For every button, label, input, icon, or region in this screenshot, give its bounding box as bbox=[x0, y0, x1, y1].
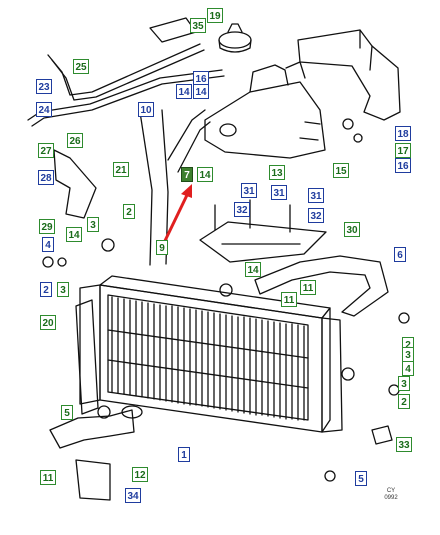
callout-c3d: 3 bbox=[398, 376, 410, 391]
filler-cap-part bbox=[218, 23, 252, 53]
callout-c34: 34 bbox=[125, 488, 141, 503]
callout-c33: 33 bbox=[396, 437, 412, 452]
callout-c16b: 16 bbox=[395, 158, 411, 173]
callout-c3a: 3 bbox=[87, 217, 99, 232]
callout-c12: 12 bbox=[132, 467, 148, 482]
callout-c14c: 14 bbox=[197, 167, 213, 182]
callout-c3b: 3 bbox=[57, 282, 69, 297]
callout-c1: 1 bbox=[178, 447, 190, 462]
callout-c24: 24 bbox=[36, 102, 52, 117]
callout-c14a: 14 bbox=[176, 84, 192, 99]
lower-hose-part bbox=[254, 255, 389, 317]
callout-c18: 18 bbox=[395, 126, 411, 141]
callout-c14e: 14 bbox=[245, 262, 261, 277]
lower-panel-part bbox=[75, 459, 111, 501]
callout-c27: 27 bbox=[38, 143, 54, 158]
callout-c29: 29 bbox=[39, 219, 55, 234]
callout-c32b: 32 bbox=[308, 208, 324, 223]
callout-c11c: 11 bbox=[40, 470, 56, 485]
callout-c17: 17 bbox=[395, 143, 411, 158]
callout-c2b: 2 bbox=[40, 282, 52, 297]
bottom-hose-part bbox=[49, 405, 143, 449]
callout-c32a: 32 bbox=[234, 202, 250, 217]
drawing-code-line2: 0992 bbox=[384, 495, 398, 501]
callout-c4b: 4 bbox=[402, 361, 414, 376]
callout-c20: 20 bbox=[40, 315, 56, 330]
callout-c19: 19 bbox=[207, 8, 223, 23]
drain-cock-part bbox=[371, 425, 393, 445]
callout-c28: 28 bbox=[38, 170, 54, 185]
callout-c35: 35 bbox=[190, 18, 206, 33]
callout-c11b: 11 bbox=[281, 292, 297, 307]
radiator-part bbox=[79, 275, 343, 433]
callout-c5a: 5 bbox=[61, 405, 73, 420]
hose-part bbox=[139, 109, 211, 266]
fasteners bbox=[42, 118, 410, 482]
callout-c31b: 31 bbox=[271, 185, 287, 200]
callout-c2a: 2 bbox=[123, 204, 135, 219]
callout-c23: 23 bbox=[36, 79, 52, 94]
side-panel-part bbox=[75, 299, 99, 415]
callout-c21: 21 bbox=[113, 162, 129, 177]
callout-c3c: 3 bbox=[402, 347, 414, 362]
callout-c15: 15 bbox=[333, 163, 349, 178]
drawing-code: CY 0992 bbox=[380, 488, 402, 502]
callout-c2d: 2 bbox=[398, 394, 410, 409]
callout-c31c: 31 bbox=[308, 188, 324, 203]
highlight-arrow bbox=[160, 184, 192, 248]
callout-c6: 6 bbox=[394, 247, 406, 262]
callout-c31a: 31 bbox=[241, 183, 257, 198]
callout-c5b: 5 bbox=[355, 471, 367, 486]
shield-plate-part bbox=[199, 221, 327, 263]
callout-c10: 10 bbox=[138, 102, 154, 117]
callout-c9: 9 bbox=[156, 240, 168, 255]
callout-c13: 13 bbox=[269, 165, 285, 180]
callout-c14d: 14 bbox=[66, 227, 82, 242]
mount-bracket-part bbox=[297, 29, 401, 121]
callout-c11a: 11 bbox=[300, 280, 316, 295]
callout-c25: 25 bbox=[73, 59, 89, 74]
drawing-code-line1: CY bbox=[386, 488, 396, 494]
callout-c14b: 14 bbox=[193, 84, 209, 99]
callout-c30: 30 bbox=[344, 222, 360, 237]
side-bracket-part bbox=[53, 149, 97, 219]
callout-c7: 7 bbox=[181, 167, 193, 182]
callout-c4a: 4 bbox=[42, 237, 54, 252]
callout-c26: 26 bbox=[67, 133, 83, 148]
